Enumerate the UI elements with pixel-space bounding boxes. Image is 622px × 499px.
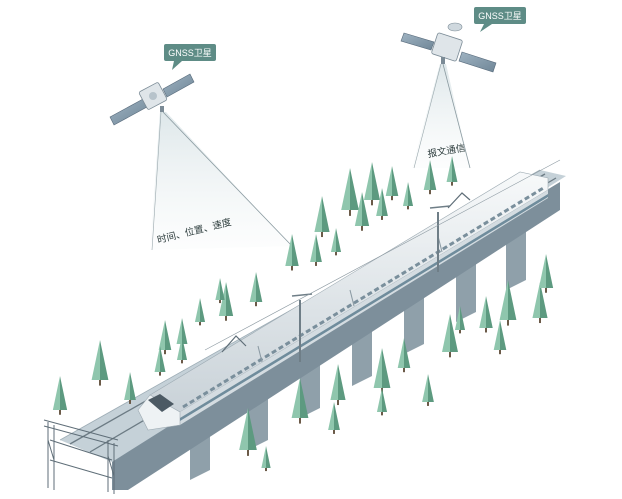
- tree-front-13: [499, 280, 517, 326]
- tree-front-17: [454, 306, 466, 334]
- tree-back-6: [285, 234, 299, 271]
- tree-back-17: [402, 182, 414, 210]
- solar-panel-right-a: [400, 32, 435, 51]
- tree-front-18: [328, 402, 340, 434]
- tree-front-11: [442, 314, 458, 358]
- tree-back-0: [314, 196, 330, 238]
- solar-panel-right-b: [458, 51, 497, 73]
- tree-front-7: [330, 364, 346, 406]
- tree-front-14: [532, 282, 548, 324]
- satellite-tag-left-text: GNSS卫星: [168, 48, 212, 58]
- tree-back-14: [215, 278, 225, 304]
- tree-front-3: [154, 346, 166, 376]
- satellite-tag-right: GNSS卫星: [474, 7, 526, 32]
- train-windshield: [148, 394, 174, 412]
- tree-back-3: [385, 166, 399, 201]
- beam-edge-left: [162, 111, 293, 247]
- tree-back-4: [423, 160, 437, 195]
- tree-front-4: [176, 336, 188, 364]
- solar-panel-left-a: [109, 98, 148, 126]
- tree-front-0: [91, 340, 109, 386]
- tree-front-15: [538, 254, 554, 293]
- signal-beam-right: [412, 64, 470, 168]
- beam-edge-left-2: [151, 111, 162, 251]
- tree-front-5: [239, 408, 257, 456]
- satellite-tag-left: GNSS卫星: [164, 44, 216, 70]
- tree-back-15: [354, 192, 370, 231]
- tree-back-11: [194, 298, 206, 326]
- beam-edge-right-2: [413, 63, 442, 169]
- tree-front-1: [52, 376, 68, 415]
- tree-front-16: [493, 320, 507, 355]
- signal-beam-left: [150, 112, 292, 250]
- tree-front-19: [376, 388, 388, 416]
- gnss-satellite-left: [109, 73, 195, 126]
- tree-front-12: [479, 296, 493, 333]
- tree-back-16: [376, 188, 388, 220]
- tree-front-6: [291, 378, 309, 424]
- satellite-tag-right-text: GNSS卫星: [478, 11, 522, 21]
- tree-front-8: [373, 348, 391, 394]
- tree-back-2: [364, 162, 380, 206]
- tree-back-8: [330, 228, 342, 256]
- tree-front-20: [261, 446, 271, 472]
- solar-panel-left-b: [162, 73, 195, 98]
- tree-back-5: [446, 156, 458, 186]
- tree-back-12: [158, 320, 172, 355]
- high-speed-train: [137, 171, 549, 431]
- tree-back-10: [218, 282, 234, 321]
- tree-back-1: [341, 168, 359, 216]
- forest-back: [158, 156, 458, 355]
- tree-front-2: [124, 372, 136, 404]
- train-stripe: [180, 194, 548, 421]
- forest-front: [52, 254, 554, 472]
- tree-front-9: [397, 338, 411, 373]
- signal-gantry: [43, 419, 119, 494]
- beam-edge-right: [442, 63, 471, 169]
- catenary-masts: [204, 159, 561, 362]
- tree-front-10: [422, 374, 434, 406]
- tree-back-7: [310, 234, 322, 266]
- tree-back-9: [249, 272, 263, 307]
- gnss-satellite-right: [400, 22, 497, 73]
